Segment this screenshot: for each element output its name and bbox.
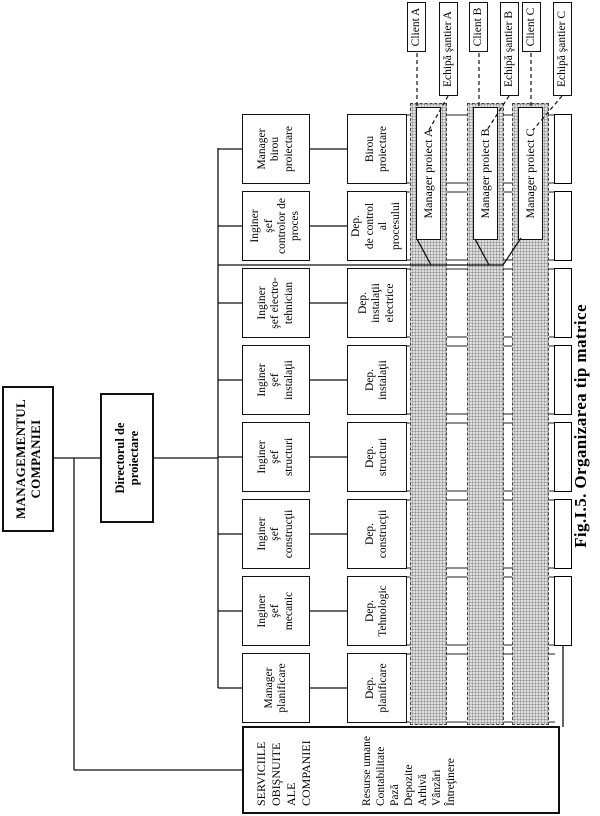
client-b-box: Client B [469, 2, 488, 52]
figure-caption: Fig.I.5. Organizarea tip matrice [571, 304, 590, 548]
team-c-box: Echipă şantier C [553, 2, 572, 96]
client-team-dashed-lines [416, 52, 563, 131]
client-a-box: Client A [407, 2, 426, 52]
team-a-box: Echipă şantier A [439, 2, 458, 96]
client-c-box: Client C [522, 2, 541, 52]
hierarchy-lines [54, 148, 564, 771]
team-b-box: Echipă şantier B [500, 2, 519, 96]
